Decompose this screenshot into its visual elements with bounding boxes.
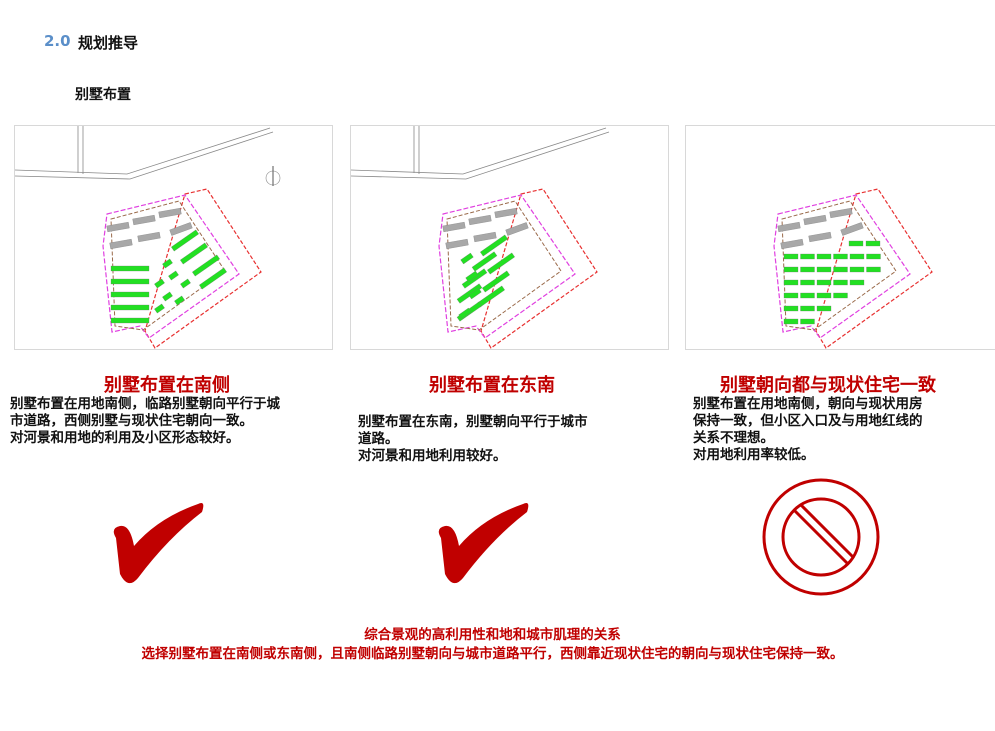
existing-building [169, 222, 193, 236]
setback-line [446, 200, 562, 331]
villa-block [800, 292, 815, 299]
villa-block [192, 254, 220, 277]
villa-block [833, 266, 848, 273]
villa-block [816, 305, 832, 312]
conclusion-line-2: 选择别墅布置在南侧或东南侧，且南侧临路别墅朝向与城市道路平行，西侧靠近现状住宅的… [141, 646, 844, 662]
existing-building [106, 221, 130, 233]
section-number: 2.0 [44, 32, 71, 50]
villa-block [171, 229, 199, 252]
subtitle: 别墅布置 [75, 87, 131, 103]
villa-block [800, 266, 815, 273]
option-2-title: 别墅布置在东南 [429, 375, 555, 396]
villa-block [783, 318, 799, 325]
existing-building [505, 222, 529, 236]
option-2-description: 别墅布置在东南，别墅朝向平行于城市 道路。 对河景和用地利用较好。 [358, 414, 588, 464]
site-red-line [144, 188, 262, 349]
villa-block [783, 305, 799, 312]
existing-building [777, 221, 801, 233]
villa-block [180, 278, 191, 289]
villa-block [110, 317, 150, 324]
villa-block [477, 285, 505, 308]
existing-building [808, 231, 832, 243]
villa-block [865, 240, 881, 247]
existing-building [829, 207, 853, 219]
site-plan-southeast [350, 125, 669, 350]
existing-building [445, 238, 469, 250]
villa-block [849, 266, 865, 273]
existing-building [473, 231, 497, 243]
villa-block [174, 295, 185, 306]
villa-block [866, 253, 881, 260]
site-red-line [480, 188, 598, 349]
existing-building [137, 231, 161, 243]
option-3-title: 别墅朝向都与现状住宅一致 [720, 375, 936, 396]
villa-block [154, 303, 165, 314]
villa-block [110, 265, 150, 272]
option-1-title: 别墅布置在南侧 [104, 375, 230, 396]
villa-block [848, 240, 864, 247]
villa-block [849, 279, 865, 286]
existing-building [468, 214, 492, 226]
villa-block [482, 270, 510, 293]
site-plan-aligned [685, 125, 995, 350]
site-boundary [773, 194, 911, 339]
villa-block [480, 234, 508, 257]
villa-block [154, 278, 165, 289]
villa-block [162, 291, 173, 302]
villa-block [471, 251, 498, 272]
villa-block [468, 287, 482, 300]
villa-block [162, 258, 173, 269]
site-boundary [102, 194, 240, 339]
existing-building [158, 207, 182, 219]
road-line [351, 127, 607, 175]
villa-block [783, 279, 799, 286]
villa-block [800, 279, 815, 286]
villa-block [110, 278, 150, 285]
villa-block [487, 252, 515, 275]
site-plan-south [14, 125, 333, 350]
villa-block [460, 252, 474, 265]
check-mark-icon [113, 503, 204, 584]
villa-block [783, 292, 799, 299]
option-1-description: 别墅布置在用地南侧，临路别墅朝向平行于城 市道路，西侧别墅与现状住宅朝向一致。 … [10, 396, 280, 446]
villa-block [816, 292, 832, 299]
villa-block [816, 279, 832, 286]
villa-block [465, 270, 479, 283]
villa-block [866, 266, 881, 273]
existing-building [803, 214, 827, 226]
villa-block [783, 266, 799, 273]
villa-block [816, 266, 832, 273]
villa-block [816, 253, 832, 260]
road-line [15, 131, 274, 180]
villa-block [800, 318, 815, 325]
villa-block [800, 305, 815, 312]
site-boundary [438, 194, 576, 339]
villa-block [110, 291, 150, 298]
road-line [15, 127, 271, 175]
conclusion-line-1: 综合景观的高利用性和地和城市肌理的关系 [364, 627, 621, 643]
villa-block [168, 270, 179, 281]
prohibited-icon [762, 478, 880, 596]
option-3-description: 别墅布置在用地南侧，朝向与现状用房 保持一致，但小区入口及与用地红线的 关系不理… [693, 396, 923, 463]
villa-block [110, 304, 150, 311]
existing-building [442, 221, 466, 233]
villa-block [783, 253, 799, 260]
villa-block [833, 253, 848, 260]
section-title: 规划推导 [78, 34, 139, 52]
villa-block [800, 253, 815, 260]
check-mark-icon [438, 503, 529, 584]
villa-block [199, 267, 227, 290]
existing-building [494, 207, 518, 219]
villa-block [833, 292, 848, 299]
existing-building [840, 222, 864, 236]
villa-block [833, 279, 848, 286]
villa-block [180, 242, 208, 265]
road-line [351, 131, 610, 180]
existing-building [132, 214, 156, 226]
villa-block [849, 253, 865, 260]
villa-block [458, 307, 472, 320]
existing-building [109, 238, 133, 250]
existing-building [780, 238, 804, 250]
